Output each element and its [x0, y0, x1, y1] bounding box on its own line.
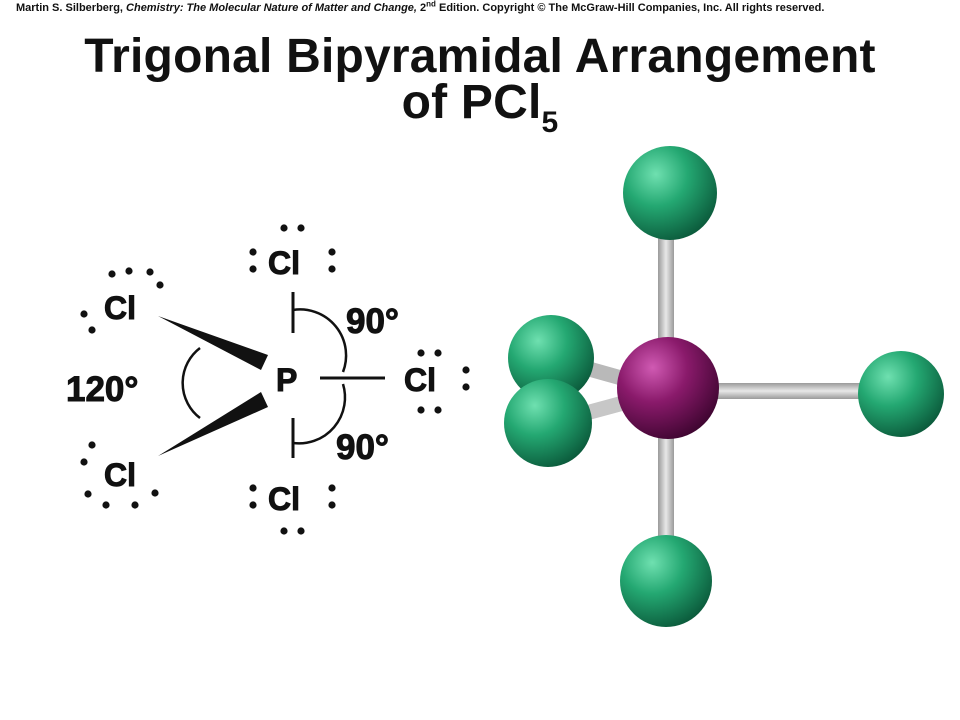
model-chlorine-atom-back-left: [508, 315, 594, 401]
lone-pairs-cl-top: [249, 224, 336, 273]
cl-label-bottom: Cl: [268, 481, 300, 517]
title-subscript: 5: [541, 106, 559, 139]
angle-label-90-bottom: 90°: [336, 428, 389, 467]
angle-arc-90-bottom: [292, 383, 347, 445]
wedge-bond-lower: [158, 392, 268, 456]
model-phosphorus-atom: [617, 337, 719, 439]
title-formula: of PCl: [401, 76, 542, 129]
ball-and-stick-model: [504, 146, 944, 627]
lone-pairs-cl-right: [417, 349, 470, 414]
angle-arc-120: [181, 347, 201, 419]
wedge-bond-upper: [158, 316, 268, 370]
angle-label-90-top: 90°: [346, 302, 399, 341]
cl-label-lower-left: Cl: [104, 457, 136, 493]
model-chlorine-atom-top: [623, 146, 717, 240]
credit-edition-suffix: nd: [426, 0, 436, 9]
model-chlorine-atom-bottom: [620, 535, 712, 627]
cl-label-upper-left: Cl: [104, 290, 136, 326]
copyright-credit: Martin S. Silberberg, Chemistry: The Mol…: [16, 0, 956, 16]
credit-book: Chemistry: The Molecular Nature of Matte…: [126, 2, 417, 14]
model-chlorine-atom-front-left: [504, 379, 592, 467]
credit-author: Martin S. Silberberg,: [16, 2, 127, 14]
model-bond-equatorial-right: [668, 383, 903, 399]
title-line-2: of PCl5: [0, 79, 960, 146]
lewis-structure: P 120° 90° 90° Cl Cl: [66, 224, 470, 535]
title-line-1: Trigonal Bipyramidal Arrangement: [84, 30, 876, 83]
model-chlorine-atom-right: [858, 351, 944, 437]
lone-pairs-cl-bottom: [249, 484, 336, 535]
cl-label-top: Cl: [268, 245, 300, 281]
lone-pairs-cl-upper-left: [80, 267, 164, 334]
angle-label-120: 120°: [66, 370, 138, 409]
lone-pairs-cl-lower-left: [80, 441, 159, 509]
central-atom-label: P: [276, 362, 297, 398]
credit-rest: Edition. Copyright © The McGraw-Hill Com…: [435, 2, 825, 14]
cl-label-right: Cl: [404, 362, 436, 398]
angle-arc-90-top: [292, 308, 348, 373]
page-title: Trigonal Bipyramidal Arrangement of PCl5: [0, 30, 960, 146]
credit-edition-number: 2: [416, 2, 427, 14]
